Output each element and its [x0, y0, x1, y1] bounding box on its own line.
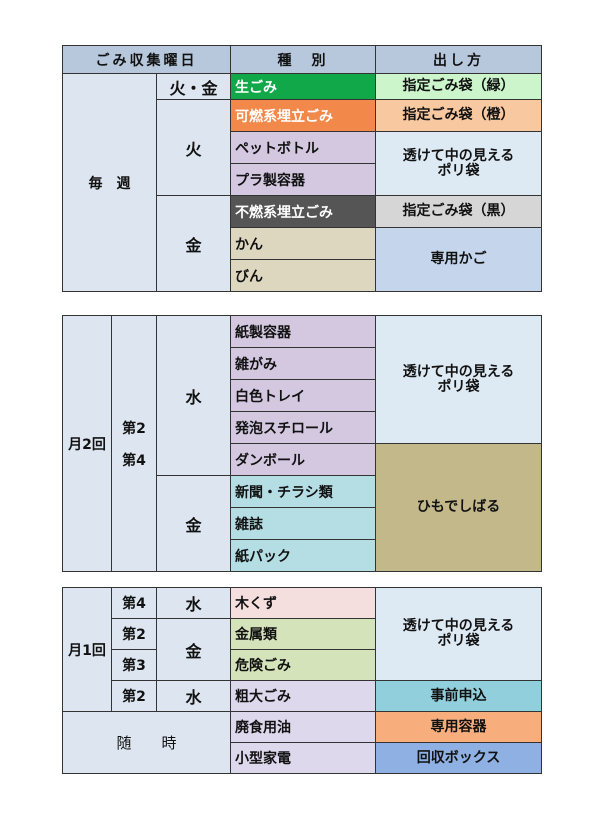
how-box: 回収ボックス: [375, 742, 542, 774]
item-cardboard: ダンボール: [230, 443, 376, 476]
monthly-label: 月1回: [62, 587, 112, 712]
item-misc-paper: 雑がみ: [230, 347, 376, 380]
item-kan: かん: [230, 227, 376, 260]
how-clear-bag-weekly: 透けて中の見える ポリ袋: [375, 131, 542, 196]
header-schedule: ごみ収集曜日: [62, 45, 231, 74]
how-green-bag: 指定ごみ袋（緑）: [375, 73, 542, 100]
how-apply: 事前申込: [375, 680, 542, 712]
item-bin: びん: [230, 259, 376, 292]
how-clear-bag-line2: ポリ袋: [437, 162, 480, 179]
monthly-day-fri: 金: [156, 618, 231, 681]
how-clear-bag-line1: 透けて中の見える: [402, 363, 515, 380]
anytime-label: 随 時: [62, 711, 231, 774]
how-clear-bag-twice: 透けて中の見える ポリ袋: [375, 315, 542, 444]
monthly-table: 月1回 第4 水 木くず 透けて中の見える ポリ袋 第2 金 金属類 第3 危険…: [62, 587, 542, 774]
monthly-week3: 第3: [111, 649, 157, 681]
monthly-week2: 第2: [111, 618, 157, 650]
how-black-bag: 指定ごみ袋（黒）: [375, 195, 542, 228]
item-paper-container: 紙製容器: [230, 315, 376, 348]
twice-day-wed: 水: [156, 315, 231, 476]
monthly-day-wed: 水: [156, 587, 231, 619]
day-fire-fri: 火・金: [156, 73, 231, 100]
item-newspaper: 新聞・チラシ類: [230, 475, 376, 508]
item-namagomi: 生ごみ: [230, 73, 376, 100]
item-metal: 金属類: [230, 618, 376, 650]
item-carton: 紙パック: [230, 539, 376, 572]
item-appliance: 小型家電: [230, 742, 376, 774]
monthly-week2b: 第2: [111, 680, 157, 712]
how-orange-bag: 指定ごみ袋（橙）: [375, 99, 542, 132]
item-bulky: 粗大ごみ: [230, 680, 376, 712]
how-basket: 専用かご: [375, 227, 542, 292]
item-wood: 木くず: [230, 587, 376, 619]
item-funen: 不燃系埋立ごみ: [230, 195, 376, 228]
item-plastic: プラ製容器: [230, 163, 376, 196]
day-fire: 火: [156, 99, 231, 196]
twice-day-fri: 金: [156, 475, 231, 572]
week-2: 第2: [122, 420, 146, 437]
how-clear-bag-line1: 透けて中の見える: [402, 618, 515, 634]
item-kanen: 可燃系埋立ごみ: [230, 99, 376, 132]
monthly-week4: 第4: [111, 587, 157, 619]
monthly-day-wed2: 水: [156, 680, 231, 712]
header-how: 出し方: [375, 45, 542, 74]
item-danger: 危険ごみ: [230, 649, 376, 681]
item-magazine: 雑誌: [230, 507, 376, 540]
how-container: 専用容器: [375, 711, 542, 743]
header-kind: 種 別: [230, 45, 376, 74]
how-clear-bag-line1: 透けて中の見える: [402, 147, 515, 164]
how-tie: ひもでしばる: [375, 443, 542, 572]
item-pet: ペットボトル: [230, 131, 376, 164]
twice-monthly-table: 月2回 第2 第4 水 紙製容器 透けて中の見える ポリ袋 雑がみ 白色トレイ …: [62, 315, 542, 572]
week-4: 第4: [122, 452, 146, 469]
how-clear-bag-line2: ポリ袋: [437, 633, 480, 649]
item-oil: 廃食用油: [230, 711, 376, 743]
day-fri: 金: [156, 195, 231, 292]
item-tray: 白色トレイ: [230, 379, 376, 412]
twice-weeks: 第2 第4: [111, 315, 157, 572]
weekly-label: 毎 週: [62, 73, 157, 292]
weekly-table: ごみ収集曜日 種 別 出し方 毎 週 火・金 生ごみ 指定ごみ袋（緑） 火 可燃…: [62, 45, 542, 292]
item-styrofoam: 発泡スチロール: [230, 411, 376, 444]
how-clear-bag-monthly: 透けて中の見える ポリ袋: [375, 587, 542, 681]
how-clear-bag-line2: ポリ袋: [437, 378, 480, 395]
twice-label: 月2回: [62, 315, 112, 572]
